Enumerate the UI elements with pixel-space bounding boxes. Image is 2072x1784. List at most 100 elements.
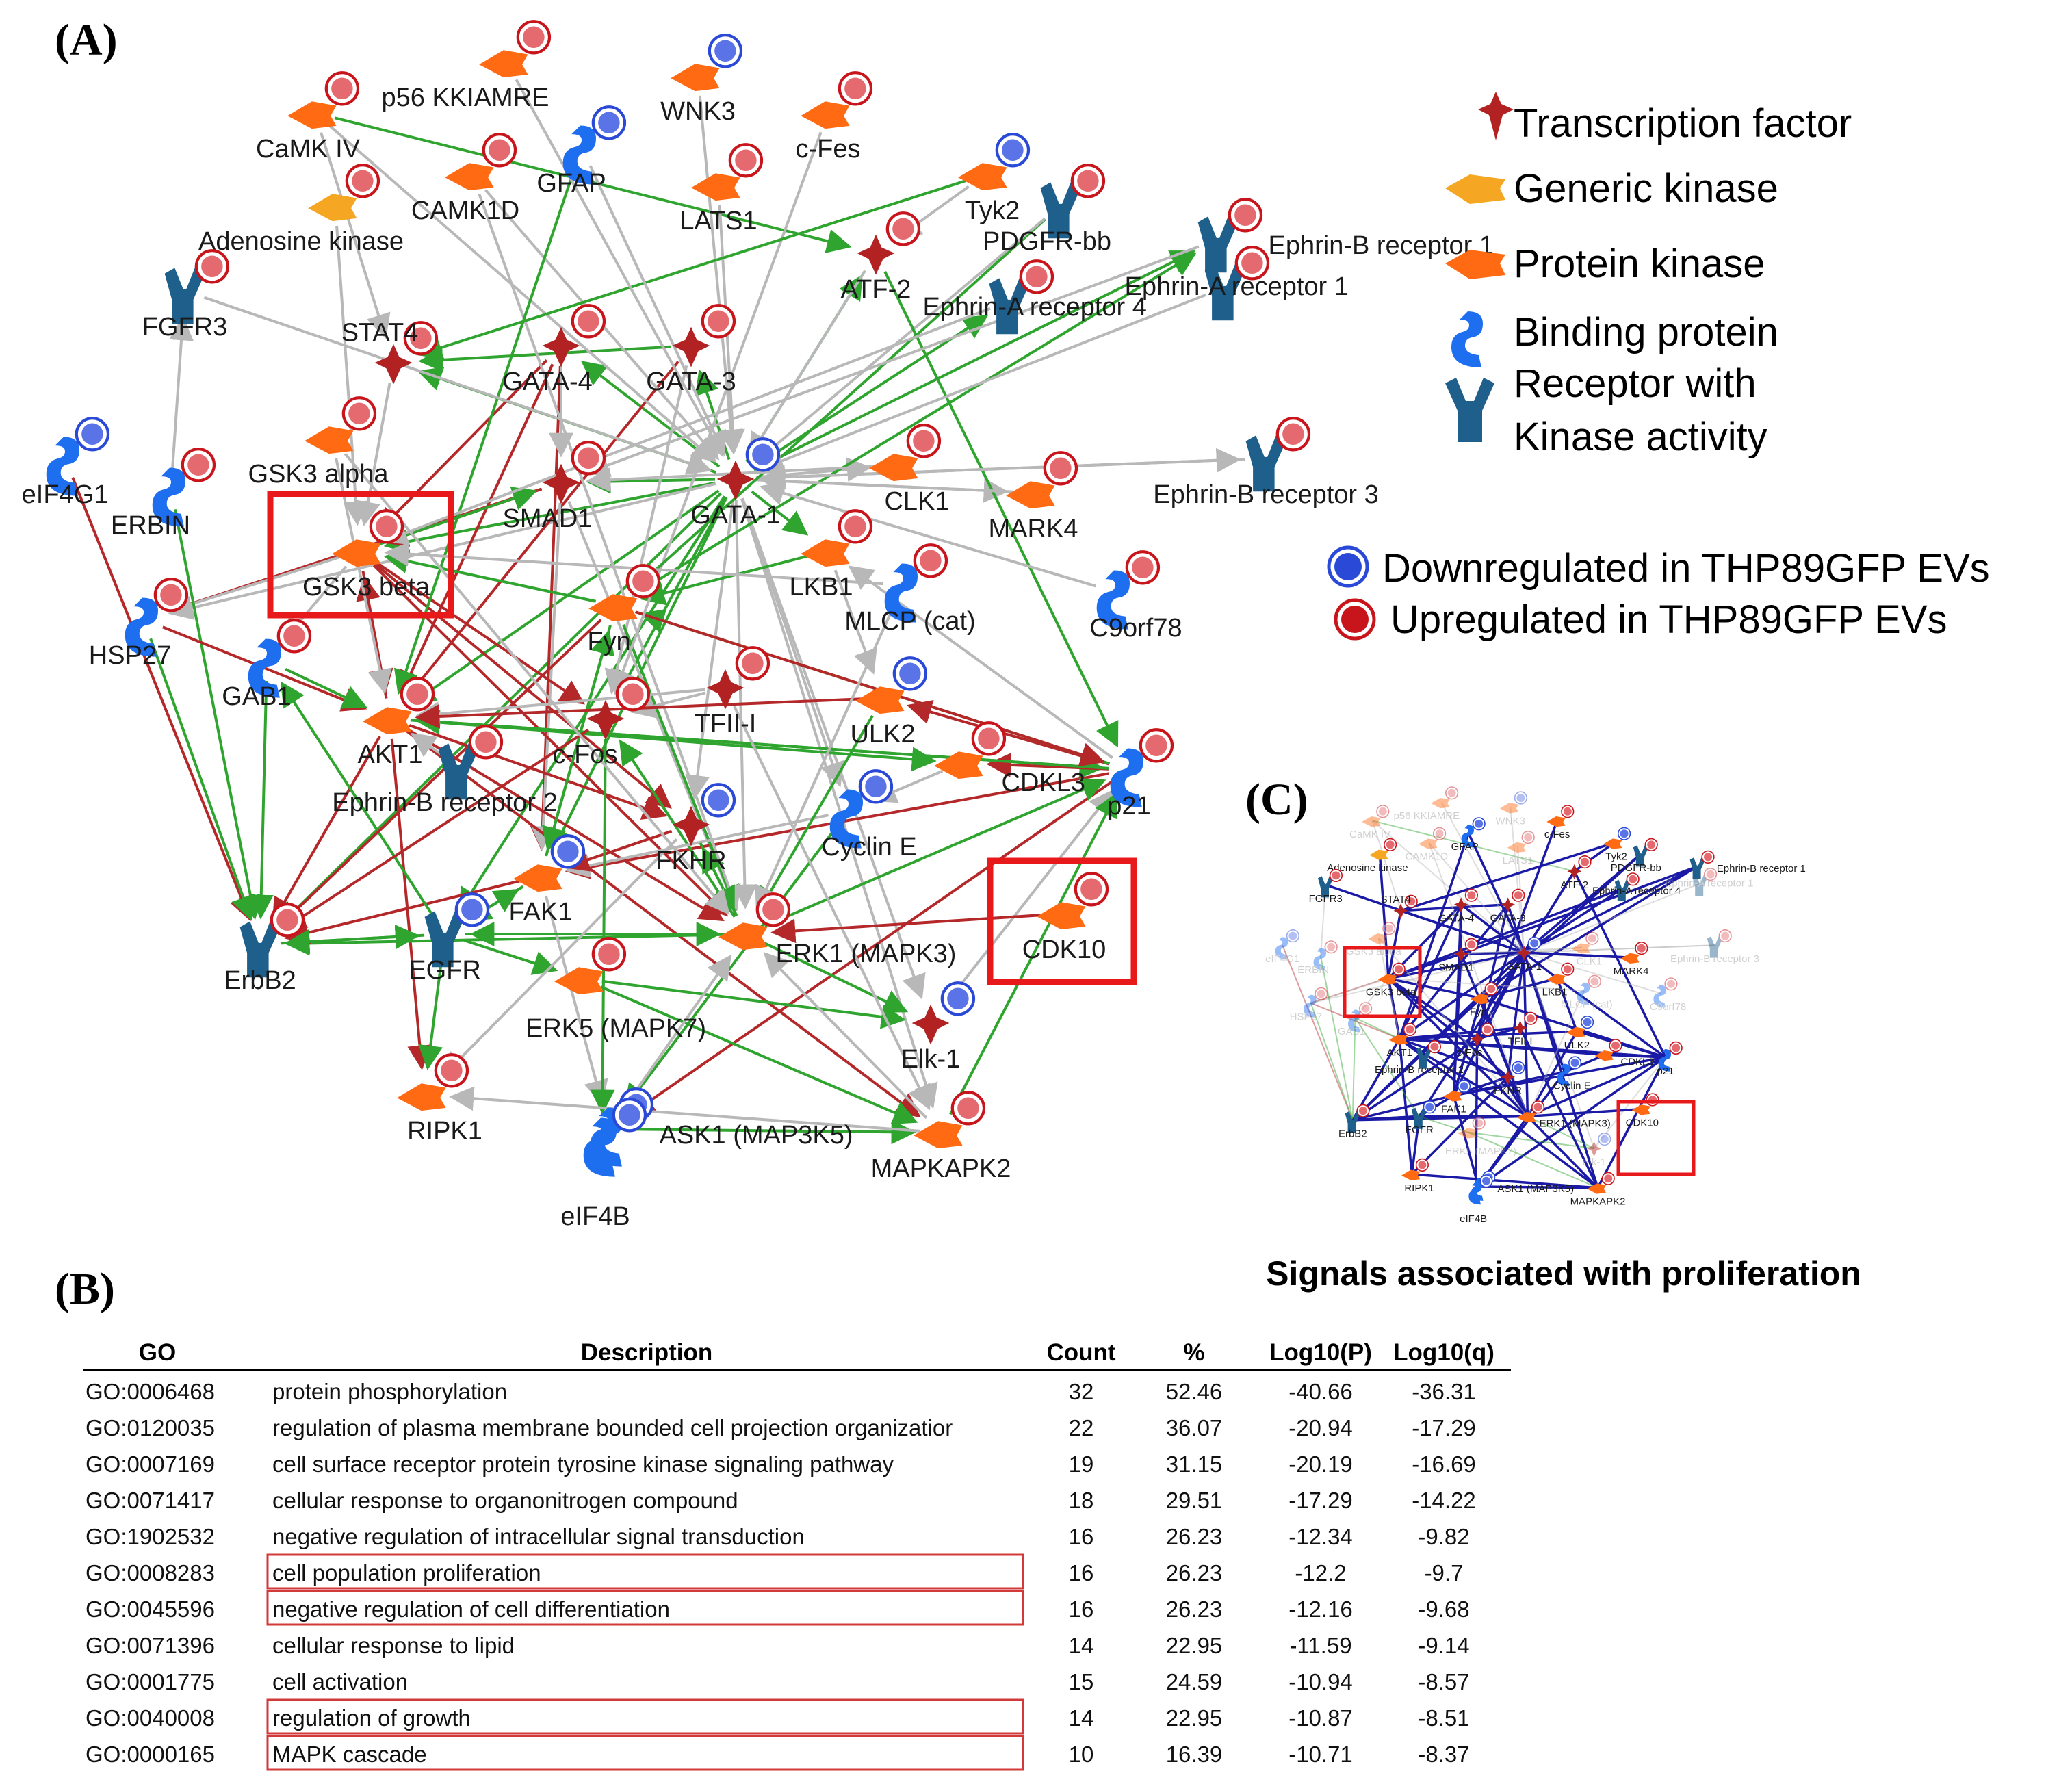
description-cell: cellular response to lipid — [272, 1633, 515, 1658]
badge-fill — [1583, 1018, 1592, 1026]
mini-edge-gata3-cfos — [1475, 904, 1510, 1039]
node-epha4: Ephrin-A receptor 4 — [923, 259, 1147, 335]
protein-kinase-icon — [1006, 481, 1055, 509]
badge-fill — [1467, 891, 1476, 900]
node-label: GSK3 beta — [302, 573, 430, 602]
node-label: EGFR — [409, 956, 481, 985]
mini-edge-camkiv-gata1 — [1371, 820, 1525, 953]
badge-fill — [410, 327, 432, 350]
edge-akt1-erk1 — [406, 727, 725, 922]
go-id-cell: GO:0007169 — [86, 1451, 215, 1477]
node-fgfr3: FGFR3 — [1309, 868, 1343, 905]
badge-fill — [957, 1097, 979, 1120]
node-ripk1: RIPK1 — [397, 1053, 482, 1146]
edge-hsp27-erbb2 — [149, 638, 255, 921]
node-smad1: SMAD1 — [503, 441, 606, 533]
edge-gata3-stat4 — [418, 345, 671, 372]
node-cycline: Cyclin E — [1553, 1056, 1591, 1091]
node-erbb2: ErbB2 — [224, 903, 305, 995]
go-id-cell: GO:0071396 — [86, 1633, 215, 1658]
legend-downregulated: Downregulated in THP89GFP EVs — [1327, 545, 1990, 591]
edge-camkiv-gata1 — [329, 125, 717, 463]
edge-fkhr-fak1 — [564, 829, 673, 872]
badge-fill — [892, 218, 914, 240]
node-label: Ephrin-A receptor 4 — [1592, 885, 1681, 896]
mini-edge-gata1-mapkapk2 — [1523, 952, 1599, 1189]
protein-kinase-icon — [332, 539, 381, 567]
node-lats1: LATS1 — [679, 143, 764, 235]
mini-edge-fyn-erbb2 — [1351, 997, 1482, 1122]
network-a-edges — [71, 79, 1246, 1145]
transcription-factor-icon — [542, 326, 580, 367]
badge-fill — [1487, 985, 1496, 993]
node-mapkapk2: MAPKAPK2 — [1570, 1172, 1625, 1208]
protein-kinase-icon — [1571, 943, 1590, 954]
log10p-cell: -12.2 — [1295, 1560, 1346, 1586]
edge-stat4-gsk3b — [356, 383, 391, 527]
mini-edge-gab1-erbb2 — [1351, 1018, 1356, 1120]
badge-fill — [598, 943, 620, 966]
log10q-cell: -8.51 — [1418, 1705, 1469, 1731]
edge-p21-akt1 — [415, 710, 1109, 770]
edge-camkiv-stat4 — [320, 132, 391, 339]
node-gfap: GFAP — [536, 105, 627, 198]
node-eif4g1: eIF4G1 — [22, 417, 110, 509]
node-label: CDK10 — [1626, 1117, 1659, 1128]
badge-fill — [1570, 1059, 1579, 1067]
node-egfr: EGFR — [1405, 1100, 1436, 1136]
mini-edge-gata1-smad1 — [1461, 951, 1525, 955]
node-cfes: c-Fes — [1544, 805, 1575, 840]
badge-fill — [865, 775, 887, 798]
node-cfes: c-Fes — [796, 71, 873, 164]
edge-tyk2-stat4 — [417, 179, 967, 360]
edge-erbb2-egfr — [280, 925, 420, 949]
mini-edge-cfos-eif4b — [1475, 1038, 1479, 1191]
percent-cell: 22.95 — [1166, 1705, 1223, 1731]
edge-tfiii-akt1 — [415, 688, 705, 727]
legend-protein-kinase-label: Protein kinase — [1514, 242, 1765, 286]
node-label: Ephrin-A receptor 1 — [1125, 272, 1349, 301]
node-smad1: SMAD1 — [1438, 938, 1478, 974]
binding-protein-icon — [1577, 982, 1590, 1005]
binding-protein-icon — [1096, 570, 1130, 630]
node-label: ERBIN — [1297, 964, 1329, 976]
mini-edge-erk5-mapkapk2 — [1468, 1131, 1598, 1189]
node-label: Ephrin-B receptor 1 — [1269, 231, 1494, 260]
node-label: Tyk2 — [965, 196, 1020, 225]
node-label: SMAD1 — [503, 504, 593, 533]
badge-fill — [352, 170, 374, 192]
node-eif4g1: eIF4G1 — [1265, 929, 1299, 965]
node-erk5: ERK5 (MAPK7) — [1445, 1116, 1516, 1157]
receptor-icon — [1411, 1107, 1427, 1129]
count-cell: 14 — [1069, 1705, 1094, 1731]
node-label: GSK3 alpha — [248, 460, 389, 489]
log10p-cell: -20.94 — [1288, 1415, 1353, 1440]
count-cell: 14 — [1069, 1633, 1094, 1658]
transcription-factor-icon — [1501, 1070, 1515, 1085]
upregulated-badge-icon — [1521, 830, 1535, 844]
edge-erbin-fgfr3 — [169, 315, 194, 469]
protein-kinase-icon — [869, 454, 918, 482]
transcription-factor-icon — [1513, 1020, 1527, 1036]
mini-edge-egfr-gab1 — [1354, 1017, 1420, 1117]
edge-fak1-ask1 — [544, 895, 608, 1105]
node-label: Elk-1 — [901, 1045, 961, 1074]
node-label: c-Fos — [1457, 1047, 1483, 1059]
node-label: GSK3 beta — [1366, 987, 1416, 998]
node-label: ASK1 (MAP3K5) — [1497, 1183, 1574, 1195]
badge-fill — [1604, 1174, 1613, 1183]
node-p21: p21 — [1657, 1041, 1683, 1077]
node-tyk2: Tyk2 — [958, 133, 1031, 225]
downregulated-badge-icon — [1286, 929, 1299, 943]
count-cell: 15 — [1069, 1669, 1094, 1694]
protein-kinase-icon — [1431, 798, 1450, 809]
mini-edge-lkb1-ulk2 — [1555, 978, 1579, 1032]
legend-binding-protein-label: Binding protein — [1514, 310, 1778, 354]
badge-fill — [81, 423, 103, 445]
badge-fill — [913, 430, 935, 452]
node-label: MARK4 — [1614, 966, 1649, 977]
node-label: CDKL3 — [1620, 1057, 1653, 1068]
